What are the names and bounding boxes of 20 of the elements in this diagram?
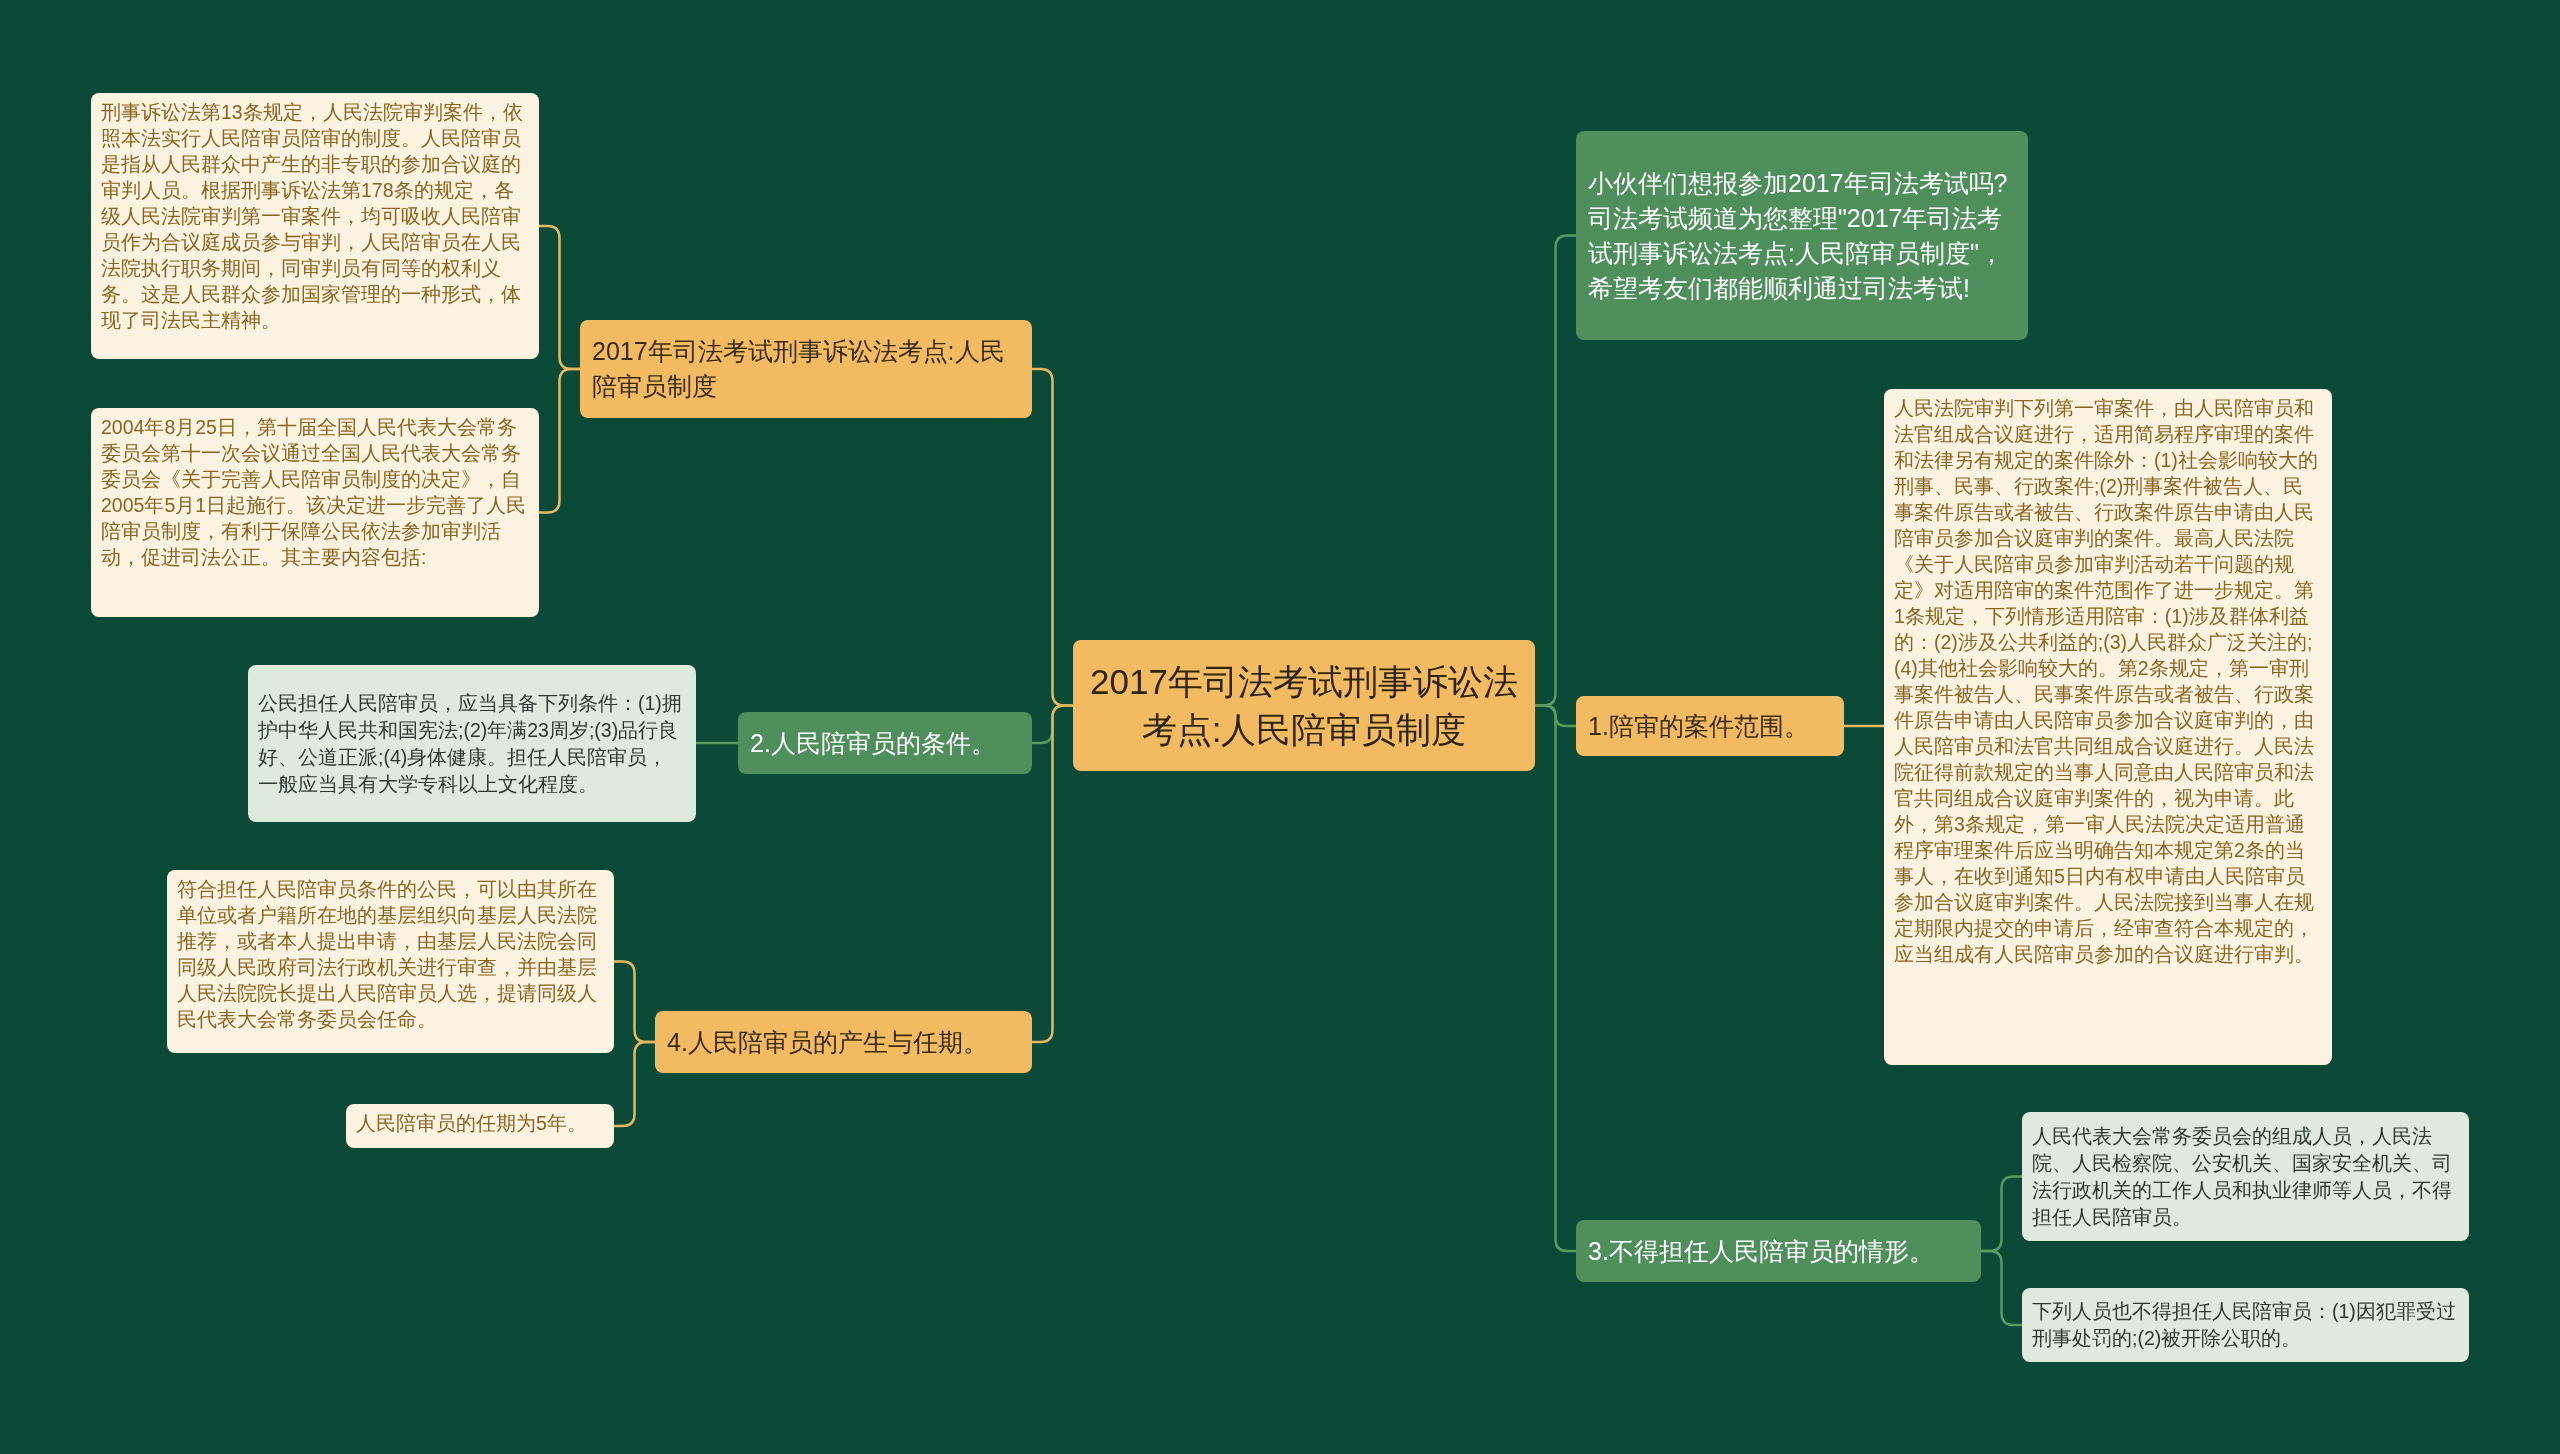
note-card: 人民陪审员的任期为5年。 (346, 1104, 614, 1148)
connector-line (1844, 724, 1884, 728)
connector-line (539, 367, 580, 514)
branch-topic: 2017年司法考试刑事诉讼法考点:人民陪审员制度 (580, 320, 1032, 418)
connector-line (696, 741, 738, 745)
note-card: 人民法院审判下列第一审案件，由人民陪审员和法官组成合议庭进行，适用简易程序审理的案件和法律另有规定的案件除外：(1)社会影响较大的刑事、民事、行政案件;(2)刑事案件被告人、民事案件原告或者被告、行政案件原告申请由人民陪审员参加合议庭审判的案件。最高人民法院《关于人民陪审员参加审判活动若干问题的规定》对适用陪审的案件范围作了进一步规定。第1条规定，下列情形适用陪审：(1)涉及群体利益的：(2)涉及公共利益的;(3)人民群众广泛关注的;(4)其他社会影响较大的。第2条规定，第一审刑事案件被告人、民事案件原告或者被告、行政案件原告申请由人民陪审员参加合议庭审判的，由人民陪审员和法官共同组成合议庭进行。人民法院征得前款规定的当事人同意由人民陪审员和法官共同组成合议庭审判案件的，视为申请。此外，第3条规定，第一审人民法院决定适用普通程序审理案件后应当明确告知本规定第2条的当事人，在收到通知5日内有权申请由人民陪审员参加合议庭审判案件。人民法院接到当事人在规定期限内提交的申请后，经审查符合本规定的，应当组成有人民陪审员参加的合议庭进行审判。 (1884, 389, 2332, 1065)
connector-line (1981, 1249, 2022, 1327)
note-card: 2004年8月25日，第十届全国人民代表大会常务委员会第十一次会议通过全国人民代表大会常务委员会《关于完善人民陪审员制度的决定》，自2005年5月1日起施行。该决定进一步完善了人民陪审员制度，有利于保障公民依法参加审判活动，促进司法公正。其主要内容包括: (91, 408, 539, 617)
note-card: 刑事诉讼法第13条规定，人民法院审判案件，依照本法实行人民陪审员陪审的制度。人民陪审员是指从人民群众中产生的非专职的参加合议庭的审判人员。根据刑事诉讼法第178条的规定，各级人民法院审判第一审案件，均可吸收人民陪审员作为合议庭成员参与审判，人民陪审员在人民法院执行职务期间，同审判员有同等的权利义务。这是人民群众参加国家管理的一种形式，体现了司法民主精神。 (91, 93, 539, 359)
note-card: 公民担任人民陪审员，应当具备下列条件：(1)拥护中华人民共和国宪法;(2)年满23周岁;(3)品行良好、公道正派;(4)身体健康。担任人民陪审员，一般应当具有大学专科以上文化程度。 (248, 665, 696, 822)
note-card: 符合担任人民陪审员条件的公民，可以由其所在单位或者户籍所在地的基层组织向基层人民法院推荐，或者本人提出申请，由基层人民法院会同同级人民政府司法行政机关进行审查，并由基层人民法院院长提出人民陪审员人选，提请同级人民代表大会常务委员会任命。 (167, 870, 614, 1053)
branch-topic: 1.陪审的案件范围。 (1576, 696, 1844, 756)
central-topic: 2017年司法考试刑事诉讼法考点:人民陪审员制度 (1073, 640, 1535, 771)
branch-topic: 3.不得担任人民陪审员的情形。 (1576, 1220, 1981, 1282)
branch-topic: 2.人民陪审员的条件。 (738, 712, 1032, 774)
note-card: 人民代表大会常务委员会的组成人员，人民法院、人民检察院、公安机关、国家安全机关、司法行政机关的工作人员和执业律师等人员，不得担任人民陪审员。 (2022, 1112, 2469, 1241)
note-card: 下列人员也不得担任人民陪审员：(1)因犯罪受过刑事处罚的;(2)被开除公职的。 (2022, 1288, 2469, 1362)
branch-topic: 小伙伴们想报参加2017年司法考试吗?司法考试频道为您整理"2017年司法考试刑事诉讼法考点:人民陪审员制度"，希望考友们都能顺利通过司法考试! (1576, 131, 2028, 340)
connector-line (614, 1040, 655, 1128)
branch-topic: 4.人民陪审员的产生与任期。 (655, 1011, 1032, 1073)
